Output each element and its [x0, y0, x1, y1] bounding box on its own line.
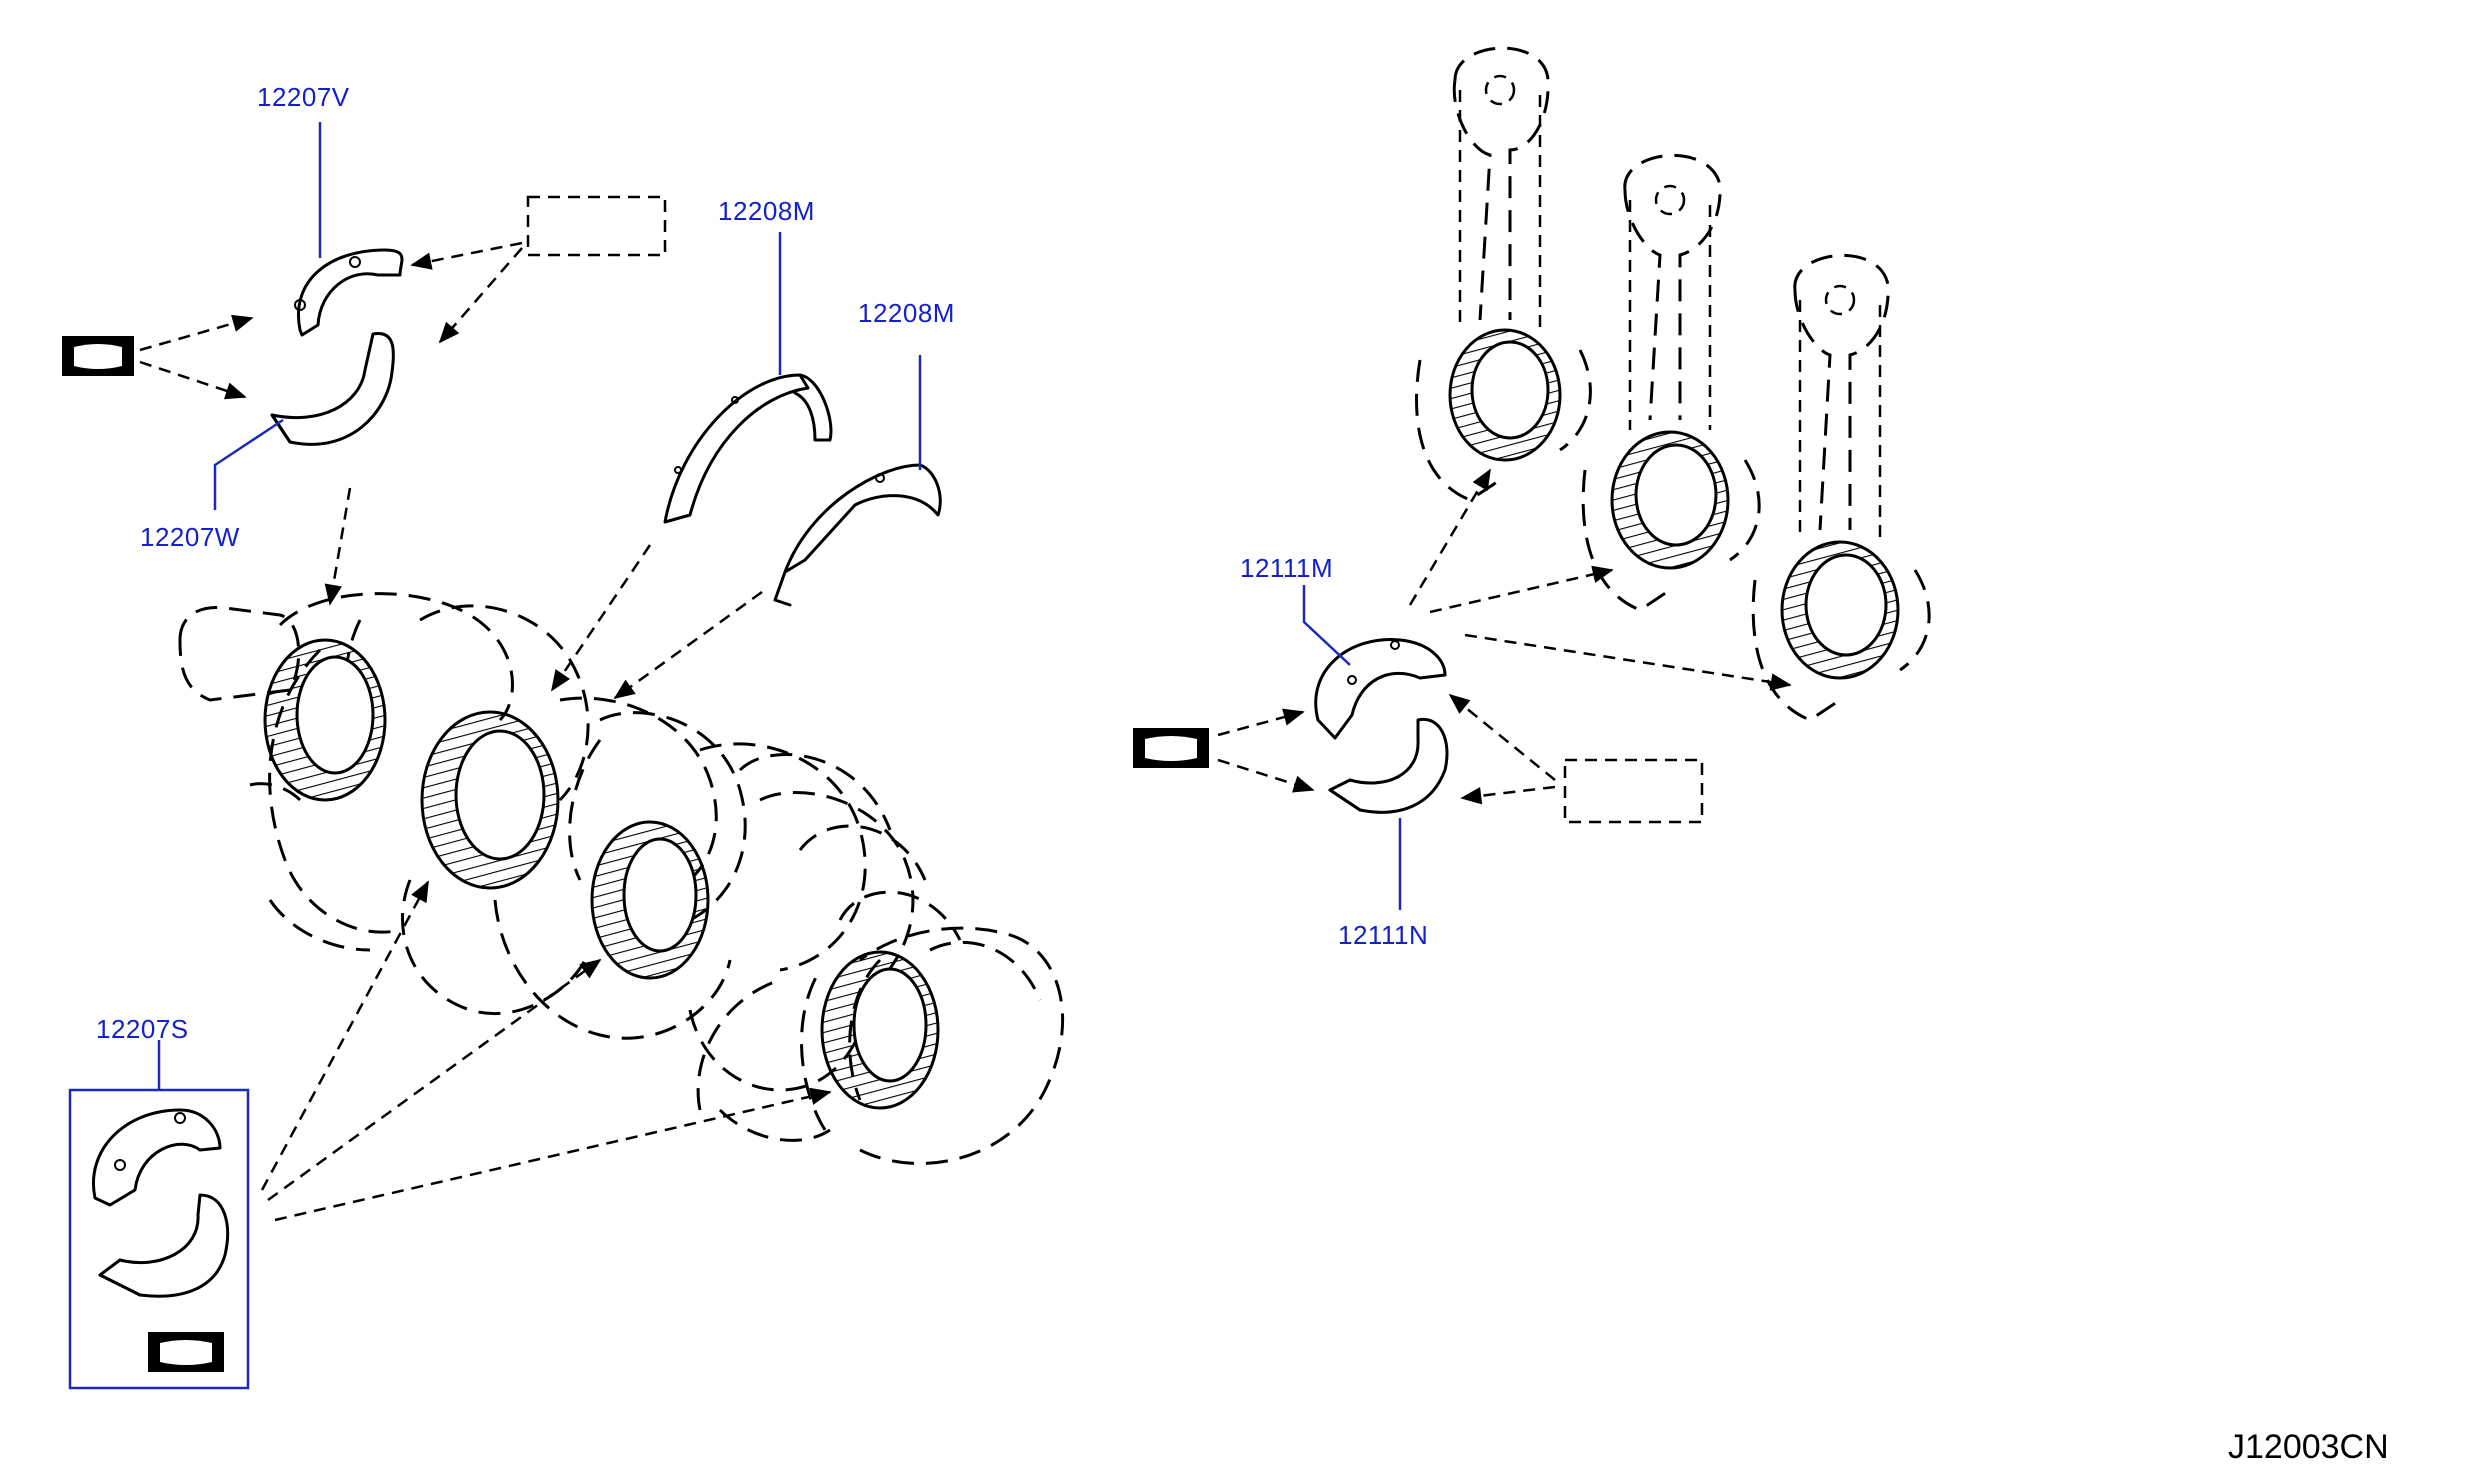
bearing-set-upper-shell[interactable] [92, 1108, 222, 1207]
not-serviced-bracket-icon [1133, 728, 1209, 768]
alternative-part-box-icon [1563, 758, 1704, 824]
crankshaft [178, 592, 1065, 1165]
crank-journal-bearing-3 [590, 820, 710, 980]
rod-bearing-upper-shell[interactable] [1314, 638, 1447, 740]
label-12111M[interactable]: 12111M [1240, 553, 1334, 583]
label-12207S[interactable]: 12207S [96, 1014, 189, 1044]
alternative-part-box-icon [526, 195, 667, 257]
connecting-rod-3 [1751, 253, 1931, 722]
not-serviced-bracket-icon [148, 1332, 224, 1372]
thrust-washer-upper[interactable] [663, 373, 833, 524]
label-12208M-lower[interactable]: 12208M [858, 298, 955, 328]
main-bearing-upper-shell[interactable] [294, 248, 404, 337]
thrust-washer-lower[interactable] [773, 463, 942, 607]
connecting-rod-1 [1415, 46, 1592, 502]
label-12207W[interactable]: 12207W [140, 522, 240, 552]
rod-bearing-lower-shell[interactable] [1328, 717, 1449, 814]
label-12111N[interactable]: 12111N [1338, 920, 1429, 950]
crank-journal-bearing-1 [263, 638, 387, 802]
not-serviced-bracket-icon [62, 336, 134, 376]
label-12208M-upper[interactable]: 12208M [718, 196, 815, 226]
connecting-rod-2 [1581, 153, 1761, 612]
label-12207V[interactable]: 12207V [257, 82, 350, 112]
main-bearing-lower-shell[interactable] [270, 332, 395, 446]
bearing-set-lower-shell[interactable] [98, 1193, 229, 1298]
crank-journal-bearing-4 [820, 950, 940, 1110]
diagram-code: J12003CN [2228, 1428, 2389, 1466]
crank-journal-bearing-2 [420, 710, 560, 890]
